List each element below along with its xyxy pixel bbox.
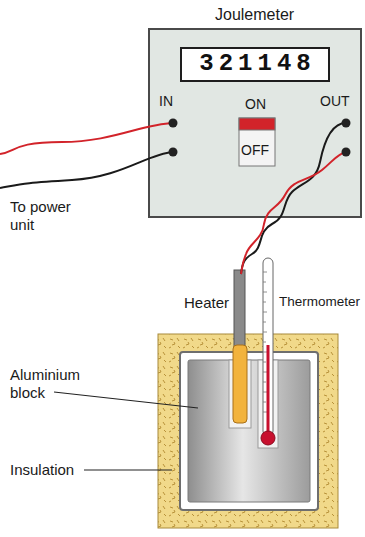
heater-element	[233, 345, 247, 423]
terminal	[169, 119, 178, 128]
terminal	[169, 148, 178, 157]
switch-label: ON	[245, 96, 266, 113]
device-title: Joulemeter	[215, 5, 294, 24]
thermometer-scale	[263, 272, 267, 412]
terminal-label: OUT	[320, 93, 350, 110]
terminal	[342, 119, 351, 128]
leader-line	[84, 469, 172, 470]
switch-label: OFF	[241, 142, 269, 159]
part-label: Aluminium block	[10, 366, 102, 402]
part-label: Thermometer	[279, 294, 360, 310]
meter-reading: 321148	[194, 51, 315, 77]
container	[180, 352, 318, 510]
terminal-label: IN	[159, 93, 173, 110]
aluminium-block	[188, 360, 310, 502]
part-label: Insulation	[10, 461, 74, 479]
insulation-block	[158, 334, 338, 528]
thermometer-tube	[263, 258, 273, 436]
switch-toggle	[239, 118, 275, 130]
heater-rod	[234, 270, 245, 350]
joulemeter-box: JoulemeterINONOFFOUT321148	[148, 28, 362, 218]
thermometer-bulb	[261, 431, 275, 445]
leader-line	[54, 392, 198, 408]
part-label: Heater	[184, 294, 229, 312]
red-wire	[0, 123, 173, 154]
thermometer-column	[267, 345, 270, 437]
black-wire	[241, 123, 346, 274]
digital-display: 321148	[180, 47, 330, 82]
wire-label: To power unit	[10, 198, 92, 234]
terminal	[342, 148, 351, 157]
switch-body	[239, 118, 275, 166]
red-wire	[241, 152, 346, 274]
black-wire	[0, 152, 173, 188]
